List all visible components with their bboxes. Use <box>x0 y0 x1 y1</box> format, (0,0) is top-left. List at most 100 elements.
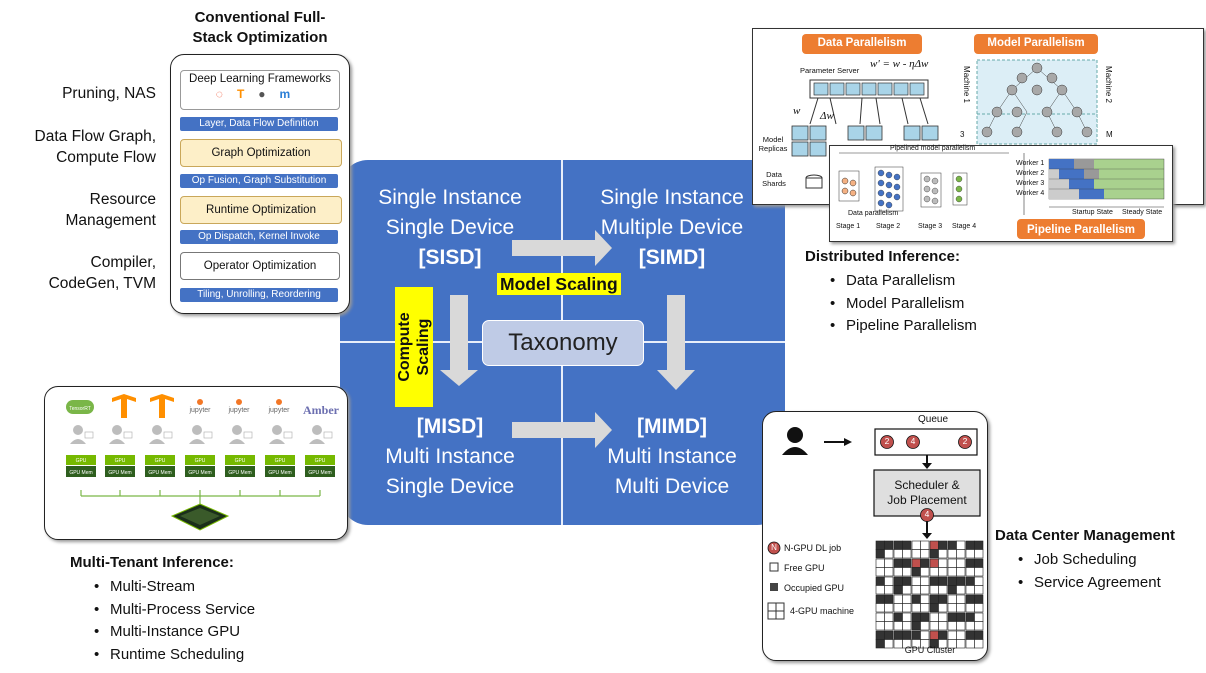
queue-job-3: 2 <box>962 436 968 446</box>
gpu-cell <box>956 630 966 640</box>
compute-scaling-line1: Compute <box>396 312 413 382</box>
gpu-cell <box>920 594 930 604</box>
mimd-line1: Multi Instance <box>607 445 737 468</box>
pipelined-model-title: Pipelined model parallelism <box>890 145 976 152</box>
multitenant-item: Runtime Scheduling <box>94 644 255 667</box>
gpu-cell <box>884 567 894 577</box>
gpu-cell <box>893 549 903 559</box>
gpu-cell <box>929 594 939 604</box>
stage-2-label: Stage 2 <box>876 223 901 230</box>
gpu-cell <box>956 585 966 595</box>
multitenant-list: Multi-Stream Multi-Process Service Multi… <box>92 576 255 666</box>
gpu-cell <box>884 585 894 595</box>
legend-n-badge: N <box>771 543 777 552</box>
misd-line1: Multi Instance <box>385 445 515 468</box>
gpu-cell <box>929 612 939 622</box>
gpu-cell <box>875 567 885 577</box>
gpu-cell <box>965 594 975 604</box>
gpu-cell <box>884 612 894 622</box>
bar-layer-definition: Layer, Data Flow Definition <box>180 117 338 131</box>
gpu-cell <box>875 594 885 604</box>
worker-3-label: Worker 3 <box>1016 180 1045 187</box>
simd-line2: Multiple Device <box>600 216 744 239</box>
gpu-cell <box>920 540 930 550</box>
gpu-cell <box>911 612 921 622</box>
gpu-cell <box>893 540 903 550</box>
gpu-cell <box>956 549 966 559</box>
placing-job-badge: 4 <box>924 509 930 519</box>
gpu-cell <box>965 576 975 586</box>
worker-2-label: Worker 2 <box>1016 170 1045 177</box>
gpu-cell <box>938 621 948 631</box>
gpu-cell <box>902 639 912 649</box>
gpu-cell <box>956 603 966 613</box>
gpu-cell <box>884 540 894 550</box>
gpu-cell <box>974 621 984 631</box>
gpu-cell <box>911 621 921 631</box>
gpu-cell <box>965 612 975 622</box>
gpu-cell <box>974 639 984 649</box>
gpu-cell <box>902 594 912 604</box>
quadrant-misd: [MISD] Multi Instance Single Device <box>360 412 540 502</box>
user-icon <box>782 427 808 455</box>
tensorflow-icon: T <box>236 87 259 101</box>
svg-text:GPU: GPU <box>115 458 126 464</box>
onnx-icon: ● <box>258 87 280 101</box>
svg-text:GPU: GPU <box>315 458 326 464</box>
gpu-cell <box>947 558 957 568</box>
gpu-cell <box>974 594 984 604</box>
gpu-cell <box>884 603 894 613</box>
gpu-cell <box>902 603 912 613</box>
gpu-cell <box>947 540 957 550</box>
gpu-cell <box>920 585 930 595</box>
worker-4-label: Worker 4 <box>1016 190 1045 197</box>
gpu-cell <box>920 549 930 559</box>
data-parallelism-tag: Data Parallelism <box>817 37 907 49</box>
gpu-cell <box>902 549 912 559</box>
update-formula: w' = w - ηΔw <box>870 58 929 70</box>
scaling-arrows <box>440 230 695 448</box>
gpu-cell <box>911 594 921 604</box>
svg-text:GPU: GPU <box>76 458 87 464</box>
tenant-gpu-blocks <box>66 455 335 477</box>
gpu-cell <box>893 576 903 586</box>
misd-line2: Single Device <box>385 475 515 498</box>
arrow-sisd-simd <box>512 230 612 266</box>
gpu-cell <box>920 603 930 613</box>
svg-text:TensorRT: TensorRT <box>69 406 91 412</box>
gpu-cell <box>884 558 894 568</box>
gpu-cell <box>875 630 885 640</box>
arrow-misd-mimd <box>512 412 612 448</box>
distributed-item: Pipeline Parallelism <box>830 315 977 338</box>
scheduler-box-label: Scheduler & Job Placement <box>874 478 980 508</box>
legend-ngpu: N-GPU DL job <box>784 543 842 553</box>
queue-job-2: 4 <box>910 436 916 446</box>
jupyter-label-3: jupyter <box>267 407 290 414</box>
quadrant-mimd: [MIMD] Multi Instance Multi Device <box>577 412 767 502</box>
gpu-cell <box>902 612 912 622</box>
gpu-cell <box>938 576 948 586</box>
gpu-cell <box>929 576 939 586</box>
sisd-line2: Single Device <box>385 216 515 239</box>
full-stack-title-line1: Conventional Full- <box>194 9 326 26</box>
runtime-optimization-box: Runtime Optimization <box>180 196 342 224</box>
gpu-cell <box>965 603 975 613</box>
arrow-simd-mimd <box>657 295 695 390</box>
gpu-cell <box>956 639 966 649</box>
data-parallelism-small: Data parallelism <box>848 210 899 217</box>
svg-text:GPU Mem: GPU Mem <box>188 470 211 476</box>
gpu-cell <box>875 585 885 595</box>
arrow-sisd-misd <box>440 295 478 386</box>
gpu-cell <box>920 630 930 640</box>
datacenter-title: Data Center Management <box>995 527 1176 544</box>
gpu-cell <box>947 549 957 559</box>
model-parallelism-tag: Model Parallelism <box>987 37 1085 49</box>
gpu-cell <box>947 612 957 622</box>
machine-3-label: 3 <box>960 130 965 139</box>
graph-optimization-box: Graph Optimization <box>180 139 342 167</box>
framework-logos: ◌T●m <box>181 87 339 101</box>
mimd-code: [MIMD] <box>637 415 707 438</box>
gpu-cell <box>929 585 939 595</box>
queue-label: Queue <box>917 414 949 425</box>
compute-scaling-label: Compute Scaling <box>382 287 442 407</box>
